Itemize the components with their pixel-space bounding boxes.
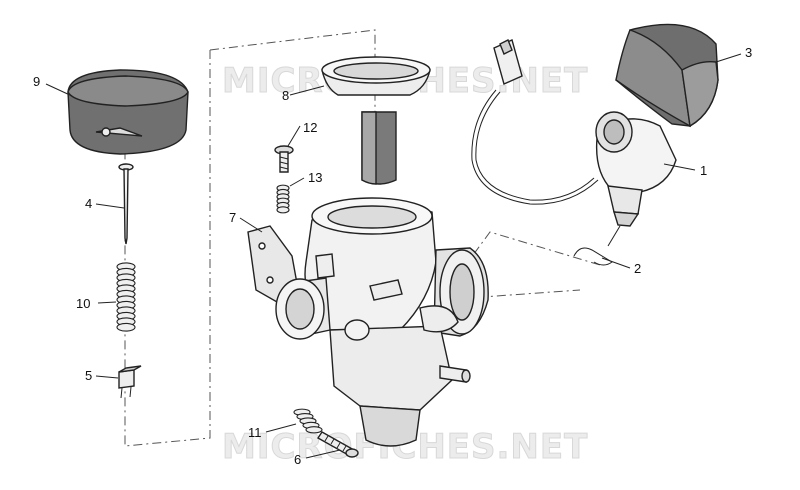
callout-7: 7 (229, 210, 236, 225)
part-6-screw (316, 431, 359, 458)
callout-13: 13 (308, 170, 322, 185)
part-5-clip (118, 365, 142, 399)
part-9-cap (67, 69, 189, 155)
callout-5: 5 (85, 368, 92, 383)
part-11-spring (293, 408, 323, 434)
callout-labels: 1 2 3 4 5 6 7 8 9 10 11 12 13 (33, 45, 752, 467)
part-13-small-spring (276, 184, 290, 214)
callout-6: 6 (294, 452, 301, 467)
part-2-clip (573, 247, 613, 266)
callout-10: 10 (76, 296, 90, 311)
leader-lines (45, 53, 742, 459)
part-12-screw (274, 145, 294, 173)
callout-1: 1 (700, 163, 707, 178)
callout-3: 3 (745, 45, 752, 60)
part-4-needle (118, 163, 134, 245)
part-3-boot (615, 23, 719, 128)
callout-11: 11 (248, 425, 262, 440)
part-8-slide (321, 56, 431, 185)
part-1-auto-choke (471, 39, 677, 247)
callout-9: 9 (33, 74, 40, 89)
callout-12: 12 (303, 120, 317, 135)
callout-4: 4 (85, 196, 92, 211)
part-10-spring (116, 262, 136, 332)
part-7-carburetor-body (247, 197, 489, 447)
callout-2: 2 (634, 261, 641, 276)
callout-8: 8 (282, 88, 289, 103)
